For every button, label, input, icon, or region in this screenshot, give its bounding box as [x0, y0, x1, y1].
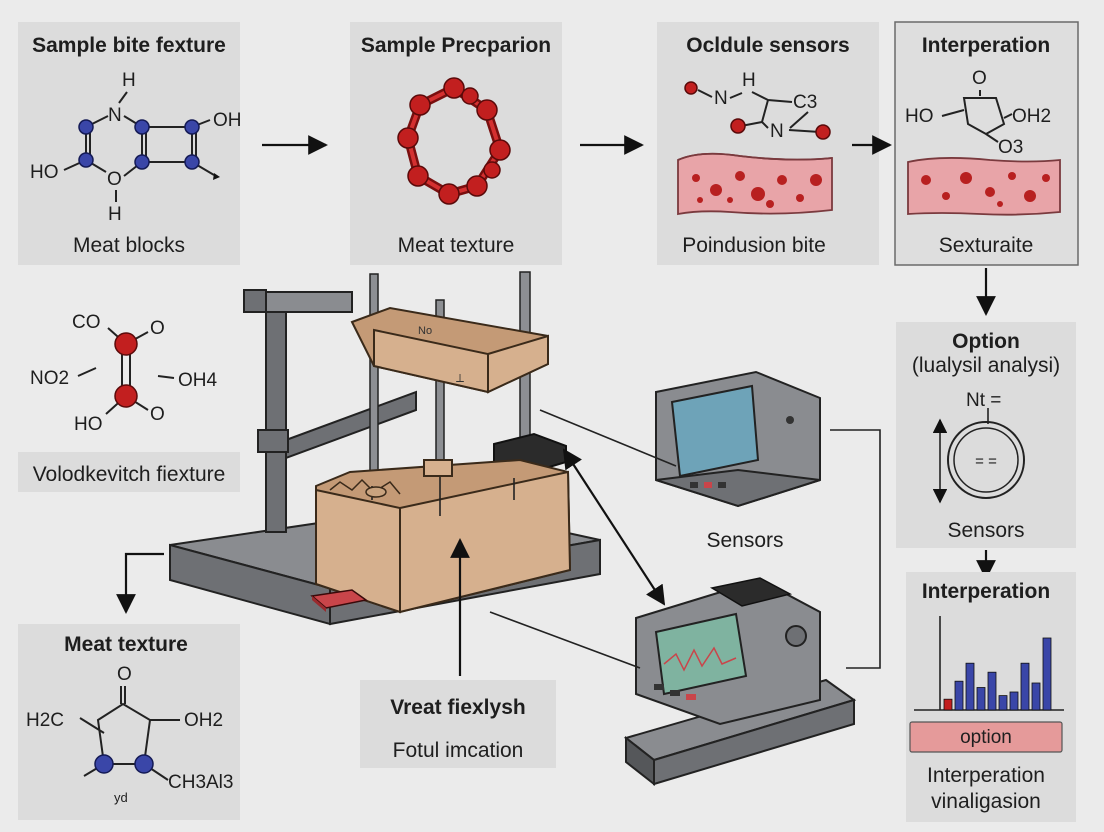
chart-bar-8: [1020, 662, 1030, 711]
panel-4-caption: Sexturaite: [939, 234, 1034, 257]
atom-blue-5: [134, 154, 150, 170]
svg-text:HO: HO: [905, 106, 934, 127]
panel-1-title: Sample bite fexture: [32, 34, 226, 57]
svg-text:CH3Al3: CH3Al3: [168, 772, 233, 793]
option-button[interactable]: [909, 721, 1063, 753]
panel-7-caption-1: Interperation: [927, 764, 1045, 787]
panel-6-inner: = =: [975, 453, 997, 470]
option-button-label: option: [960, 727, 1012, 748]
panel-7-title: Interperation: [922, 580, 1050, 603]
svg-text:⟂: ⟂: [456, 371, 464, 385]
panel-interperation-chart: Interperation option Interperation vinal…: [906, 572, 1076, 822]
chart-bar-4: [976, 687, 986, 711]
chart-bar-6: [998, 695, 1008, 711]
svg-text:O: O: [972, 68, 987, 89]
panel-2-caption: Meat texture: [398, 234, 515, 257]
panel-2-title: Sample Precparion: [361, 34, 551, 57]
panel-meat-texture-bottom: Meat texture O H2C OH2 CH3Al3 yd: [18, 624, 240, 820]
connector-monitors: [830, 429, 881, 669]
molecule-8: O H2C OH2 CH3Al3 yd: [26, 664, 233, 805]
svg-text:OH2: OH2: [1012, 106, 1051, 127]
svg-text:OH2: OH2: [184, 710, 223, 731]
panel-3-caption: Poindusion bite: [682, 234, 826, 257]
atom-blue-3: [184, 119, 200, 135]
svg-text:N: N: [108, 105, 122, 126]
molecule-1: H N OH HO O H: [30, 70, 242, 225]
atom-blue-1: [78, 119, 94, 135]
svg-text:CO: CO: [72, 312, 101, 333]
panel-7-caption-2: vinaligasion: [931, 790, 1041, 813]
molecule-3: N H C3 N: [684, 70, 831, 142]
atom-blue-6: [184, 154, 200, 170]
panel-option-analysis: Option (lualysil analysi) Nt = = = Senso…: [896, 322, 1076, 548]
svg-text:O: O: [117, 664, 132, 685]
atom-blue-4: [78, 152, 94, 168]
panel-5-caption: Volodkevitch fiexture: [33, 463, 226, 486]
arrow-to-meat-texture: [116, 552, 164, 614]
atom-blue-2: [134, 119, 150, 135]
bar-chart: [943, 637, 1052, 711]
chart-bar-10: [1042, 637, 1052, 711]
chart-bar-7: [1009, 691, 1019, 711]
svg-text:HO: HO: [30, 162, 59, 183]
panel-4-title: Interperation: [922, 34, 1050, 57]
svg-text:NO2: NO2: [30, 368, 69, 389]
svg-text:H: H: [122, 70, 136, 91]
svg-text:H2C: H2C: [26, 710, 64, 731]
panel-sample-precparion: Sample Precparion Meat texture: [350, 22, 562, 265]
svg-text:yd: yd: [114, 790, 128, 805]
svg-text:O: O: [107, 169, 122, 190]
svg-text:O: O: [150, 404, 165, 425]
svg-text:OH: OH: [213, 110, 242, 131]
panel-6-readout: Nt =: [966, 390, 1001, 411]
panel-9-caption: Fotul imcation: [393, 739, 524, 762]
panel-volodkevitch-fiexture: CO O NO2 OH4 HO O Volodkevitch fiexture: [18, 312, 240, 492]
svg-text:C3: C3: [793, 92, 817, 113]
panel-8-title: Meat texture: [64, 633, 188, 656]
panel-interperation-top: Interperation O HO OH2 O3 Sexturaite: [894, 21, 1079, 266]
panel-sample-bite-fexture: Sample bite fexture H N OH HO O H Meat b…: [18, 22, 242, 265]
connector-base: [489, 611, 641, 669]
svg-text:N: N: [714, 88, 728, 109]
sensor-monitor-1: [655, 370, 821, 508]
chart-bar-2: [954, 680, 964, 711]
svg-text:OH4: OH4: [178, 370, 218, 391]
panel-9-title: Vreat fiexlysh: [390, 696, 525, 719]
svg-text:N: N: [770, 121, 784, 142]
sensors-label: Sensors: [706, 529, 783, 552]
tissue-sample-3: [677, 152, 833, 216]
panel-6-subtitle: (lualysil analysi): [912, 354, 1060, 377]
sensor-monitor-2: [623, 577, 857, 787]
ring-molecule: [397, 77, 511, 205]
panel-vreat-fiexlysh: Vreat fiexlysh Fotul imcation: [360, 680, 556, 768]
svg-text:O3: O3: [998, 137, 1023, 158]
chart-bar-9: [1031, 682, 1041, 711]
panel-3-title: Ocldule sensors: [686, 34, 849, 57]
panel-6-caption: Sensors: [947, 519, 1024, 542]
svg-text:H: H: [108, 204, 122, 225]
svg-text:H: H: [742, 70, 756, 91]
molecule-4: O HO OH2 O3: [905, 68, 1051, 158]
svg-text:O: O: [150, 318, 165, 339]
chart-bar-1: [943, 698, 953, 711]
panel-6-title: Option: [952, 330, 1020, 353]
svg-text:No: No: [418, 325, 432, 337]
chart-bar-5: [987, 671, 997, 711]
svg-text:HO: HO: [74, 414, 103, 435]
panel-1-caption: Meat blocks: [73, 234, 185, 257]
molecule-5: CO O NO2 OH4 HO O: [30, 312, 218, 435]
chart-bar-3: [965, 662, 975, 711]
tissue-sample-4: [907, 157, 1061, 216]
texture-analyzer-apparatus: No ⟂: [169, 271, 601, 626]
panel-ocldule-sensors: Ocldule sensors N H C3 N Poindusion bite: [657, 22, 879, 265]
arrow-plunger-to-monitor: [562, 448, 666, 606]
